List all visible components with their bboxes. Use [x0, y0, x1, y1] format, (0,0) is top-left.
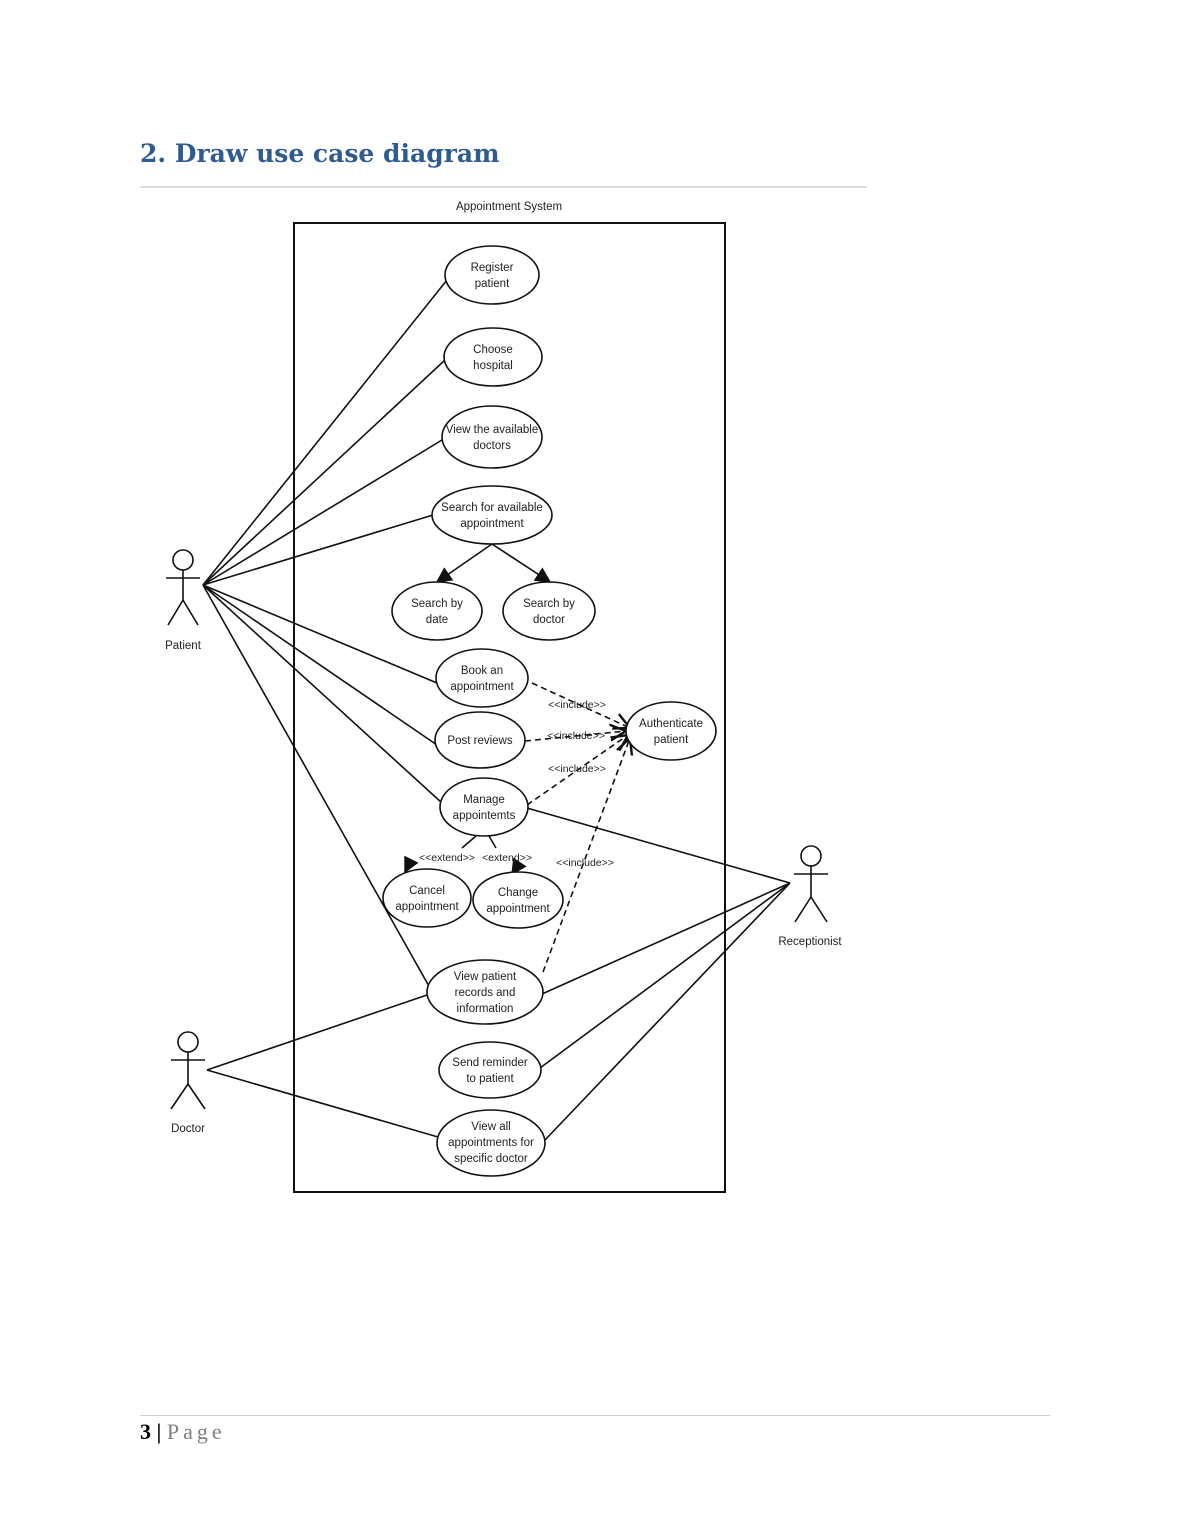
page-footer: 3 | Page [140, 1419, 226, 1445]
generalization-arrows [435, 543, 552, 583]
use-case-book-appointment [435, 648, 529, 708]
include-arrows [524, 682, 630, 973]
use-case-label: Search by [411, 598, 463, 610]
receptionist-associations [526, 807, 791, 1141]
actor-patient-figure [166, 549, 200, 626]
include-label: <<include>> [556, 857, 614, 869]
use-case-view-doctors [441, 405, 543, 469]
use-case-label: appointment [486, 903, 550, 915]
use-case-choose-hospital [443, 327, 543, 387]
use-case-label: specific doctor [454, 1153, 528, 1165]
use-case-manage-appointments [439, 777, 529, 837]
use-case-label: Change [498, 887, 538, 899]
include-label: <<include>> [548, 763, 606, 775]
system-boundary [293, 222, 726, 1193]
use-case-label: Manage [463, 794, 505, 806]
use-case-register-patient [444, 245, 540, 305]
page-word: Page [166, 1419, 226, 1444]
use-case-label: View all [471, 1121, 510, 1133]
use-case-label: Send reminder [452, 1057, 528, 1069]
use-case-label: Authenticate [639, 718, 703, 730]
use-case-label: information [457, 1003, 514, 1015]
use-case-label: Search by [523, 598, 575, 610]
use-case-search-by-doctor [502, 581, 596, 641]
section-heading: 2. Draw use case diagram [140, 139, 500, 168]
use-case-send-reminder [438, 1041, 542, 1099]
use-case-label: View patient [454, 971, 517, 983]
use-case-label: appointment [450, 681, 514, 693]
extend-label: <<extend>> [419, 852, 475, 864]
use-case-label: doctors [473, 440, 511, 452]
use-case-label: to patient [466, 1073, 514, 1085]
doctor-associations [206, 994, 439, 1138]
include-label: <<include>> [547, 730, 605, 742]
system-title: Appointment System [456, 201, 562, 213]
use-case-label: Post reviews [447, 735, 512, 747]
extend-label: <extend>> [482, 852, 532, 864]
use-case-label: appointment [395, 901, 459, 913]
use-case-label: Book an [461, 665, 503, 677]
use-case-label: View the available [446, 424, 539, 436]
use-case-label: hospital [473, 360, 513, 372]
use-case-label: appointments for [448, 1137, 534, 1149]
use-case-label: Search for available [441, 502, 543, 514]
use-case-label: Cancel [409, 885, 445, 897]
page-number: 3 [140, 1419, 151, 1444]
use-case-search-by-date [391, 581, 483, 641]
use-case-view-patient-records [426, 959, 544, 1025]
use-case-post-reviews [434, 711, 526, 769]
use-case-label: patient [654, 734, 689, 746]
actor-receptionist-label: Receptionist [778, 936, 842, 948]
heading-divider [140, 186, 867, 188]
use-case-cancel-appointment [382, 868, 472, 928]
footer-separator: | [151, 1419, 167, 1444]
use-case-label: Register [471, 262, 514, 274]
patient-associations [202, 279, 448, 989]
actor-doctor-figure [170, 1031, 206, 1110]
use-case-label: records and [455, 987, 516, 999]
include-label: <<include>> [548, 699, 606, 711]
use-case-label: Choose [473, 344, 513, 356]
actor-doctor-label: Doctor [171, 1123, 205, 1135]
actor-patient-label: Patient [165, 640, 202, 652]
use-case-label: date [426, 614, 448, 626]
use-case-search-appointment [431, 485, 553, 545]
use-case-label: doctor [533, 614, 565, 626]
use-case-label: appointemts [453, 810, 516, 822]
actor-receptionist-figure [794, 845, 828, 923]
use-case-label: appointment [460, 518, 524, 530]
use-case-authenticate-patient [625, 701, 717, 761]
use-case-view-all-appointments [436, 1109, 546, 1177]
use-case-label: patient [475, 278, 510, 290]
footer-divider [140, 1415, 1050, 1416]
use-case-change-appointment [472, 871, 564, 929]
